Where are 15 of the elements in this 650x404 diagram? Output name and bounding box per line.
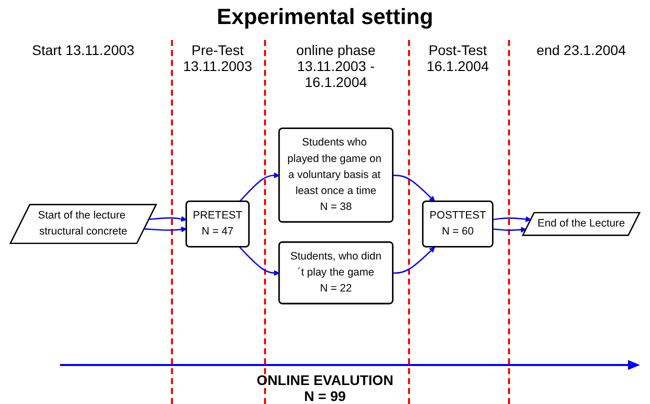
diagram-title: Experimental setting	[216, 4, 434, 30]
arrow	[393, 246, 436, 274]
arrow	[144, 226, 187, 232]
phase-heading: Post-Test 16.1.2004	[426, 42, 490, 74]
phase-heading: end 23.1.2004	[535, 42, 627, 58]
evaluation-label: ONLINE EVALUTION N = 99	[256, 372, 394, 404]
arrow	[239, 172, 280, 202]
arrow	[492, 226, 527, 233]
arrow	[239, 246, 280, 276]
arrow	[149, 216, 187, 222]
phase-heading: online phase 13.11.2003 - 16.1.2004	[295, 42, 377, 90]
phase-heading: Start 13.11.2003	[30, 42, 136, 58]
phase-heading: Pre-Test 13.11.2003	[182, 42, 254, 74]
arrow	[393, 174, 436, 202]
arrow	[492, 216, 532, 222]
